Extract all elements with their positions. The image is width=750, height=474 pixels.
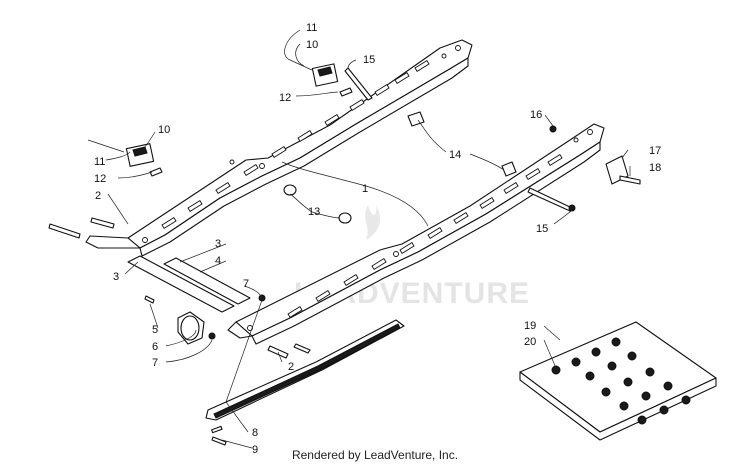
- callout-2a: 2: [95, 190, 101, 202]
- callout-7b: 7: [243, 278, 249, 290]
- watermark-flame-icon: [365, 205, 381, 240]
- callout-3b: 3: [215, 238, 221, 250]
- stopper-block-lower: [87, 139, 163, 177]
- slide-wear-strip: [205, 319, 405, 434]
- callout-3a: 3: [113, 271, 119, 283]
- stopper-block-upper: [289, 59, 353, 97]
- callout-19: 19: [524, 320, 536, 332]
- callout-9: 9: [252, 444, 258, 456]
- callout-17: 17: [649, 145, 661, 157]
- callout-8: 8: [252, 427, 258, 439]
- callout-labels: 1 2 2 3 3 4 5 6 7 7 8 9 10 10 11 11 12 1…: [94, 22, 661, 456]
- front-rail-slots: [247, 129, 593, 331]
- callout-15a: 15: [363, 54, 375, 66]
- callout-5: 5: [152, 324, 158, 336]
- rear-slide-rail: [85, 39, 473, 257]
- callout-12a: 12: [94, 173, 106, 185]
- callout-1: 1: [362, 183, 368, 195]
- callout-18: 18: [649, 162, 661, 174]
- footer-credit: Rendered by LeadVenture, Inc.: [291, 448, 459, 462]
- callout-10a: 10: [158, 124, 170, 136]
- callout-10b: 10: [306, 39, 318, 51]
- leader-lines: [105, 29, 631, 449]
- callout-4: 4: [215, 255, 221, 267]
- callout-11b: 11: [94, 156, 105, 168]
- rear-rail-slots: [142, 45, 461, 243]
- callout-16: 16: [530, 109, 542, 121]
- callout-2b: 2: [288, 361, 294, 373]
- callout-13: 13: [308, 206, 320, 218]
- callout-11a: 11: [306, 22, 317, 34]
- front-slide-rail: [227, 123, 605, 345]
- hyfax-clip-assembly: [519, 321, 717, 441]
- callout-6: 6: [152, 341, 158, 353]
- callout-14: 14: [449, 149, 461, 161]
- callout-15b: 15: [536, 223, 548, 235]
- callout-7a: 7: [152, 357, 158, 369]
- callout-20: 20: [524, 336, 536, 348]
- cross-shafts: [127, 255, 251, 313]
- callout-12b: 12: [279, 92, 291, 104]
